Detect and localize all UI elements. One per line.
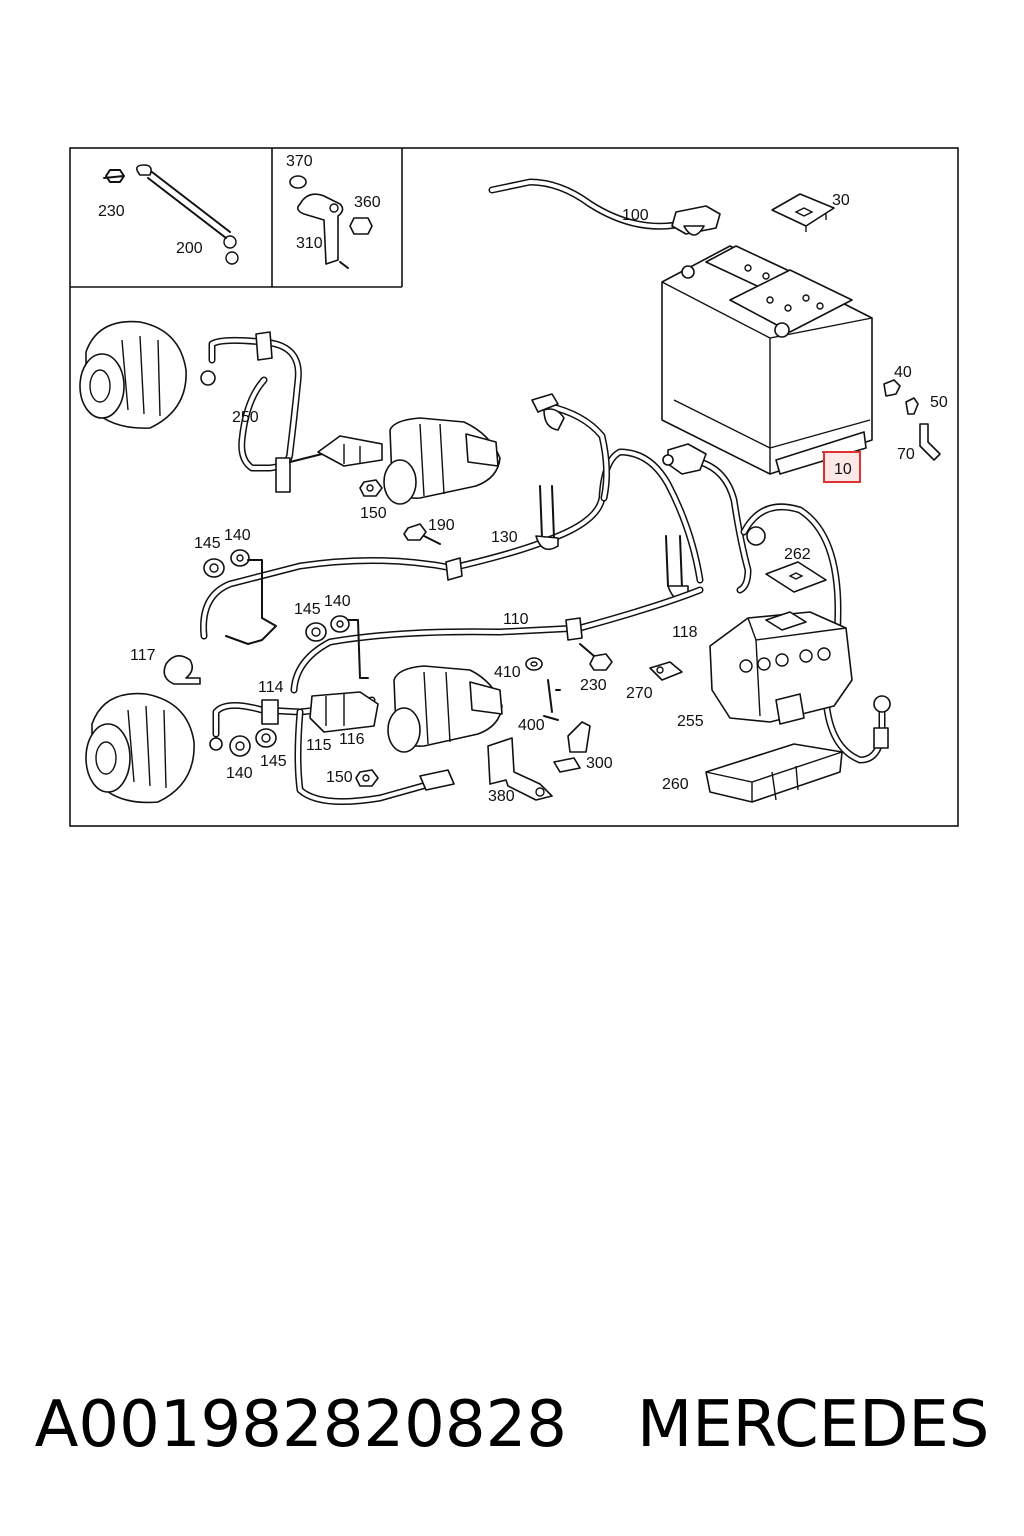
label-130: 130 xyxy=(491,529,518,546)
label-140-lower: 140 xyxy=(226,765,253,782)
label-116: 116 xyxy=(339,731,365,748)
alternator-bottom[interactable] xyxy=(85,692,195,804)
starter-motor-top[interactable] xyxy=(383,417,501,505)
nut-150-lower[interactable] xyxy=(355,769,379,787)
label-114: 114 xyxy=(258,679,284,696)
label-230-inset: 230 xyxy=(98,203,125,220)
label-410: 410 xyxy=(494,664,521,681)
parts-diagram: 230 200 370 360 310 100 30 40 50 70 250 … xyxy=(69,147,959,827)
cable-250[interactable] xyxy=(200,331,331,493)
clip-270[interactable] xyxy=(649,661,683,681)
label-380: 380 xyxy=(488,788,515,805)
label-50: 50 xyxy=(930,394,948,411)
bracket-380[interactable] xyxy=(487,737,553,801)
battery-10[interactable] xyxy=(661,245,873,475)
label-118: 118 xyxy=(672,624,698,641)
bracket-310[interactable] xyxy=(289,175,373,269)
label-115: 115 xyxy=(306,737,332,754)
highlight-callout-10[interactable]: 10 xyxy=(823,451,861,483)
label-250: 250 xyxy=(232,409,259,426)
brand-name: MERCEDES xyxy=(637,1388,990,1462)
grommet-145-upper[interactable] xyxy=(203,558,225,578)
highlight-box xyxy=(823,451,861,483)
label-400: 400 xyxy=(518,717,545,734)
fuse-holder[interactable] xyxy=(317,435,383,467)
label-200: 200 xyxy=(176,240,203,257)
diagram-frame xyxy=(69,147,959,827)
washer-410[interactable] xyxy=(525,657,543,671)
label-270: 270 xyxy=(626,685,653,702)
label-300: 300 xyxy=(586,755,613,772)
cable-110[interactable] xyxy=(290,586,704,694)
label-230-lower: 230 xyxy=(580,677,607,694)
caption: A001982820828 MERCEDES xyxy=(0,1370,1024,1480)
bolt-190[interactable] xyxy=(403,523,441,545)
label-40: 40 xyxy=(894,364,912,381)
grommet-140-upper[interactable] xyxy=(230,549,250,567)
label-117: 117 xyxy=(130,647,156,664)
grommet-140-lower[interactable] xyxy=(229,735,251,757)
cable-114-116[interactable] xyxy=(209,559,455,806)
label-145-lower: 145 xyxy=(260,753,287,770)
cable-118[interactable] xyxy=(662,443,752,601)
alternator-top[interactable] xyxy=(79,320,187,429)
fuse-box-255[interactable] xyxy=(709,611,853,725)
ground-strap-200[interactable] xyxy=(103,164,239,265)
pad-262[interactable] xyxy=(765,561,827,593)
vent-plug-40[interactable] xyxy=(883,379,901,397)
label-70: 70 xyxy=(897,446,915,463)
label-110: 110 xyxy=(503,611,529,628)
cable-100[interactable] xyxy=(488,178,721,236)
label-260: 260 xyxy=(662,776,689,793)
stud-400[interactable] xyxy=(543,679,561,721)
label-370: 370 xyxy=(286,153,313,170)
part-number: A001982820828 xyxy=(34,1388,567,1462)
grommet-145-lower[interactable] xyxy=(255,728,277,748)
bolt-230-lower[interactable] xyxy=(579,643,613,671)
label-150-top: 150 xyxy=(360,505,387,522)
tray-260[interactable] xyxy=(705,743,843,803)
hose-70[interactable] xyxy=(919,423,941,461)
label-360: 360 xyxy=(354,194,381,211)
label-140-mid: 140 xyxy=(324,593,351,610)
label-262: 262 xyxy=(784,546,811,563)
label-255: 255 xyxy=(677,713,704,730)
label-100: 100 xyxy=(622,207,649,224)
battery-cover-30[interactable] xyxy=(771,193,835,232)
label-150-lower: 150 xyxy=(326,769,353,786)
cable-130[interactable] xyxy=(200,393,704,640)
nut-150-top[interactable] xyxy=(359,479,383,497)
label-10: 10 xyxy=(834,461,852,478)
angle-connector-50[interactable] xyxy=(905,397,919,415)
bracket-300[interactable] xyxy=(553,721,591,773)
starter-motor-bottom[interactable] xyxy=(387,665,503,753)
label-140-upper: 140 xyxy=(224,527,251,544)
clamp-117[interactable] xyxy=(163,655,201,685)
label-145-mid: 145 xyxy=(294,601,321,618)
label-310: 310 xyxy=(296,235,323,252)
label-30: 30 xyxy=(832,192,850,209)
label-190: 190 xyxy=(428,517,455,534)
grommet-140-mid[interactable] xyxy=(330,615,350,633)
label-145-upper: 145 xyxy=(194,535,221,552)
callout-labels: 230 200 370 360 310 100 30 40 50 70 250 … xyxy=(98,153,948,805)
grommet-145-mid[interactable] xyxy=(305,622,327,642)
